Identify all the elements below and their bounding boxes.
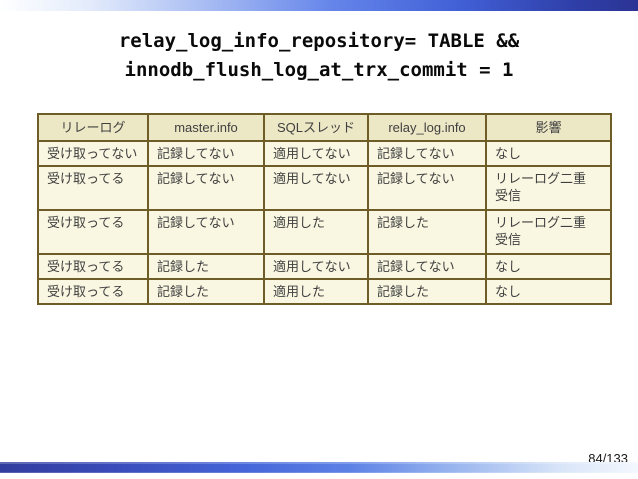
table-cell: 記録してない xyxy=(147,209,265,255)
slide-title-line-1: relay_log_info_repository= TABLE && xyxy=(118,30,520,52)
table-cell: 適用してない xyxy=(263,253,369,280)
table-cell: 記録してない xyxy=(367,253,487,280)
table-cell: なし xyxy=(485,278,612,305)
table-cell: なし xyxy=(485,253,612,280)
slide-title-line-2: innodb_flush_log_at_trx_commit = 1 xyxy=(124,59,514,81)
table-cell: 記録した xyxy=(147,253,265,280)
bottom-gradient-bar xyxy=(0,462,638,473)
column-header-relay-log-info: relay_log.info xyxy=(367,113,487,142)
table-cell: 記録した xyxy=(367,209,487,255)
table-cell: 受け取ってる xyxy=(37,278,149,305)
column-header-master-info: master.info xyxy=(147,113,265,142)
table-cell: 受け取ってる xyxy=(37,209,149,255)
table-cell: 適用してない xyxy=(263,140,369,167)
table-cell: なし xyxy=(485,140,612,167)
slide-title: relay_log_info_repository= TABLE && inno… xyxy=(0,27,638,85)
table-cell: 記録してない xyxy=(367,165,487,211)
table-cell: 記録した xyxy=(367,278,487,305)
table-cell: 受け取ってる xyxy=(37,253,149,280)
column-header-sql-thread: SQLスレッド xyxy=(263,113,369,142)
table-cell: 記録してない xyxy=(147,165,265,211)
table-cell: 受け取ってる xyxy=(37,165,149,211)
replication-state-table: リレーログ master.info SQLスレッド relay_log.info… xyxy=(37,113,612,305)
table-row: 受け取ってる 記録してない 適用してない 記録してない リレーログ二重 受信 xyxy=(37,165,612,211)
table-cell: 記録してない xyxy=(367,140,487,167)
table-header-row: リレーログ master.info SQLスレッド relay_log.info… xyxy=(37,113,612,142)
table-cell: 適用した xyxy=(263,278,369,305)
top-gradient-bar xyxy=(0,0,638,11)
table-row: 受け取ってる 記録した 適用してない 記録してない なし xyxy=(37,253,612,280)
table-cell: 記録した xyxy=(147,278,265,305)
table-row: 受け取ってる 記録した 適用した 記録した なし xyxy=(37,278,612,305)
table-cell: 適用してない xyxy=(263,165,369,211)
column-header-relay-log: リレーログ xyxy=(37,113,149,142)
table-cell: 受け取ってない xyxy=(37,140,149,167)
table-cell: 適用した xyxy=(263,209,369,255)
table-cell: 記録してない xyxy=(147,140,265,167)
column-header-effect: 影響 xyxy=(485,113,612,142)
table-cell: リレーログ二重 受信 xyxy=(485,165,612,211)
table-row: 受け取ってる 記録してない 適用した 記録した リレーログ二重 受信 xyxy=(37,209,612,255)
table-cell: リレーログ二重 受信 xyxy=(485,209,612,255)
table-row: 受け取ってない 記録してない 適用してない 記録してない なし xyxy=(37,140,612,167)
